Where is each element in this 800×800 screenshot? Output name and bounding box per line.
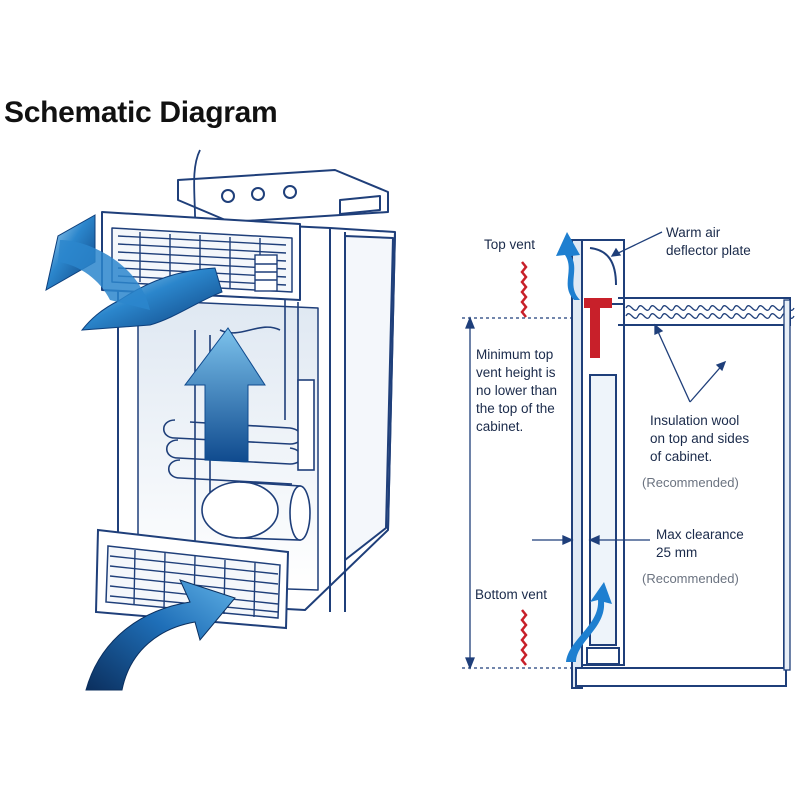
bottom-entry-arrow (85, 579, 236, 691)
insulation-label: Insulation wool on top and sides of cabi… (650, 413, 750, 464)
cooling-unit (162, 300, 315, 560)
insulation-wool (625, 299, 795, 671)
top-air-arrow (556, 232, 580, 300)
outer-wall (571, 239, 583, 689)
deflector-plate (589, 247, 617, 286)
warm-air-label: Warm air deflector plate (666, 225, 751, 258)
cross-airflow (556, 232, 612, 662)
vent-markers (520, 261, 528, 666)
recommended-label-1: (Recommended) (642, 475, 739, 490)
top-vent-grille (117, 232, 287, 292)
max-clearance-label: Max clearance 25 mm (656, 527, 744, 560)
min-top-label: Minimum top vent height is no lower than… (476, 347, 558, 434)
bottom-vent-label: Bottom vent (475, 587, 548, 602)
deflector-fitting (584, 298, 612, 358)
internal-up-arrow (183, 327, 266, 463)
diagram-title: Schematic Diagram (4, 96, 278, 129)
fridge-unit (581, 239, 625, 666)
bottom-vent-grille (94, 528, 290, 630)
top-exit-arrow (80, 267, 223, 331)
bottom-air-arrow (566, 582, 612, 662)
top-vent-label: Top vent (484, 237, 536, 252)
dimension-lines (462, 231, 727, 670)
recommended-label-2: (Recommended) (642, 571, 739, 586)
airflow-arrows (45, 214, 266, 691)
